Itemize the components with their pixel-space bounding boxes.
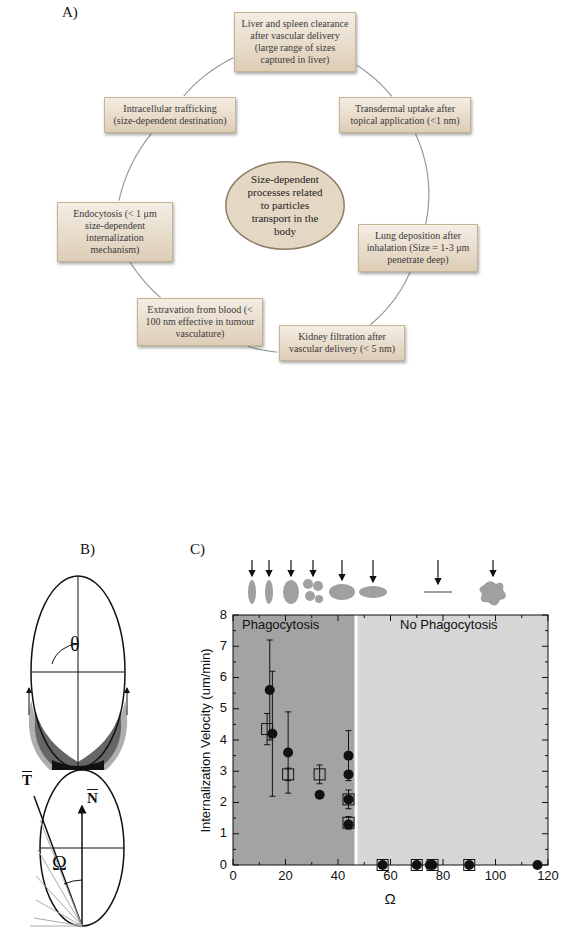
axis-title: Ω (384, 890, 395, 907)
tick-label: 100 (485, 869, 507, 884)
process-box: Transdermal uptake after topical applica… (339, 97, 471, 133)
velocity-chart (233, 560, 548, 871)
vector-label: N (87, 790, 98, 807)
node-text: Transdermal uptake after topical applica… (346, 103, 464, 127)
tick-label: 60 (383, 869, 397, 884)
process-box: Lung deposition after inhalation (Size =… (358, 224, 478, 272)
tick-label: 80 (436, 869, 450, 884)
center-ellipse: Size-dependent processes related to part… (224, 160, 346, 251)
tick-label: 40 (331, 869, 345, 884)
tick-label: 5 (220, 701, 227, 716)
tick-label: 4 (220, 733, 227, 748)
process-box: Liver and spleen clearance after vascula… (234, 12, 356, 72)
process-box: Kidney filtration after vascular deliver… (279, 325, 405, 361)
tick-label: 2 (220, 795, 227, 810)
angle-symbol: θ (70, 633, 80, 656)
tick-label: 120 (537, 869, 559, 884)
tick-label: 0 (229, 869, 236, 884)
angle-symbol: Ω (52, 852, 67, 875)
ring-connector (248, 347, 277, 353)
region-label: Phagocytosis (242, 618, 319, 633)
ring-connector (119, 134, 151, 201)
tick-label: 3 (220, 764, 227, 779)
pointer-arrows (252, 560, 493, 584)
region-label: No Phagocytosis (400, 618, 498, 633)
process-box: Endocytosis (< 1 μm size-dependent inter… (57, 202, 173, 262)
tick-label: 6 (220, 670, 227, 685)
ring-connector (416, 134, 429, 224)
process-box: Intracellular trafficking (size-dependen… (104, 97, 236, 133)
process-box: Extravation from blood (< 100 nm effecti… (137, 298, 263, 346)
tick-label: 1 (220, 826, 227, 841)
axis-title: Internalization Velocity (um/min) (199, 648, 214, 832)
vector-label: T (22, 772, 32, 789)
tick-label: 8 (220, 608, 227, 623)
node-text: Kidney filtration after vascular deliver… (286, 331, 398, 355)
panel-letter: C) (190, 541, 205, 558)
ring-connector (130, 262, 160, 297)
node-text: Intracellular trafficking (size-dependen… (111, 103, 229, 127)
tangent-normal-figure (30, 770, 124, 926)
node-text: Extravation from blood (< 100 nm effecti… (144, 304, 256, 340)
node-text: Size-dependent processes related to part… (244, 173, 326, 238)
ring-connector (184, 58, 234, 96)
tick-label: 20 (278, 869, 292, 884)
node-text: Liver and spleen clearance after vascula… (241, 18, 349, 66)
panel-letter: A) (62, 4, 78, 21)
ring-connector (357, 65, 392, 96)
ring-connector (370, 273, 410, 325)
node-text: Lung deposition after inhalation (Size =… (365, 230, 471, 266)
node-text: Endocytosis (< 1 μm size-dependent inter… (64, 208, 166, 256)
tick-label: 0 (220, 858, 227, 873)
panel-letter: B) (80, 541, 95, 558)
tick-label: 7 (220, 639, 227, 654)
contact-angle-figure (29, 576, 127, 770)
shape-icons (248, 579, 506, 606)
